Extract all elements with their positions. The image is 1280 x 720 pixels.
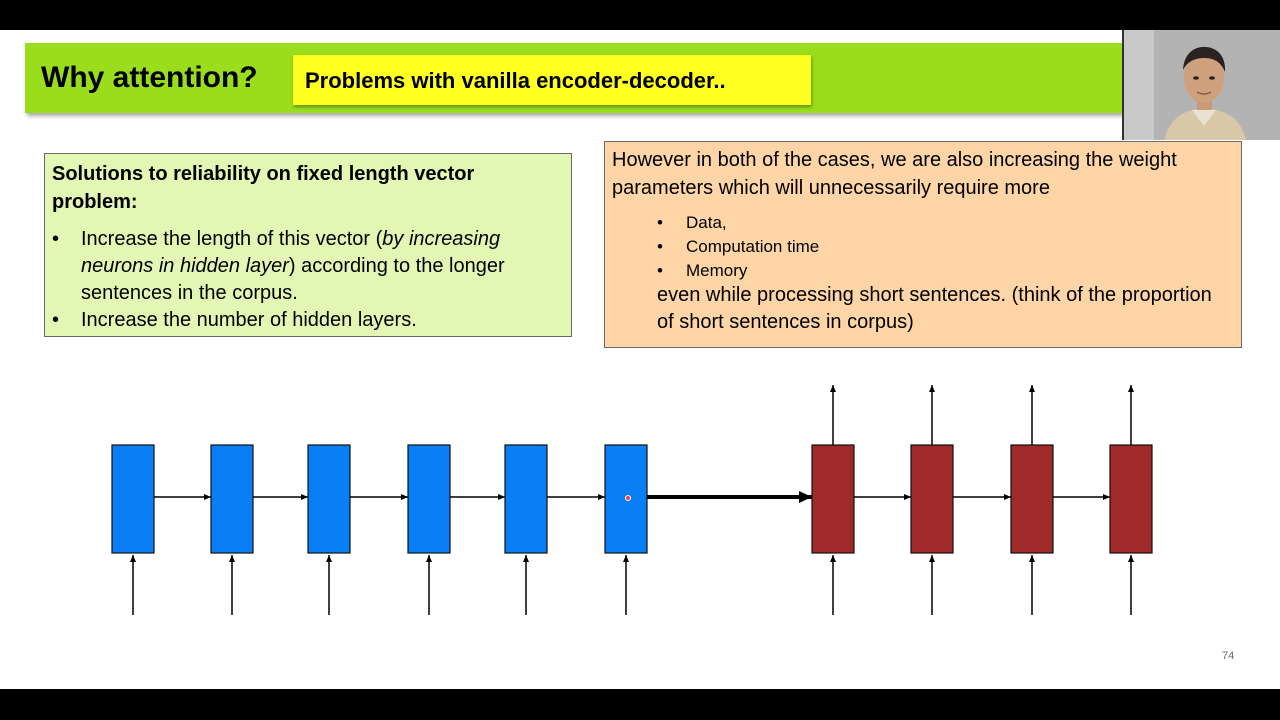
solution-text: Increase the number of hidden layers. — [81, 309, 417, 331]
slide-title: Why attention? — [41, 61, 258, 94]
list-item: • Data, — [657, 211, 819, 235]
drawback-conclusion: even while processing short sentences. (… — [657, 284, 1212, 333]
drawback-list: • Data, • Computation time • Memory — [657, 211, 819, 283]
encoder-cell — [210, 444, 254, 554]
presentation-slide: Why attention? Problems with vanilla enc… — [0, 30, 1280, 689]
encoder-cell — [111, 444, 155, 554]
bullet: • — [657, 261, 663, 280]
page-number: 74 — [1222, 650, 1235, 662]
subtitle-box: Problems with vanilla encoder-decoder.. — [293, 55, 811, 105]
drawback-item-text: Data, — [686, 213, 727, 232]
presenter-person-icon — [1124, 30, 1280, 140]
encoder-cell — [504, 444, 548, 554]
bullet: • — [52, 309, 60, 331]
bullet: • — [657, 213, 663, 232]
drawback-item-text: Computation time — [686, 237, 820, 256]
solutions-list: • Increase the length of this vector (by… — [52, 226, 567, 334]
decoder-cell — [1010, 444, 1054, 554]
title-band: Why attention? Problems with vanilla enc… — [25, 43, 1122, 113]
solution-text: Increase the length of this vector ( — [81, 228, 383, 250]
list-item: • Computation time — [657, 235, 819, 259]
solutions-heading: Solutions to reliability on fixed length… — [52, 163, 475, 213]
encoder-decoder-diagram — [111, 385, 1153, 615]
encoder-cell — [307, 444, 351, 554]
drawback-box: However in both of the cases, we are als… — [604, 141, 1242, 348]
list-item: • Memory — [657, 259, 819, 283]
solution-text-after: ) according to the longer sentences in t… — [81, 255, 505, 304]
decoder-cell — [1109, 444, 1153, 554]
list-item: • Increase the number of hidden layers. — [52, 307, 567, 334]
bullet: • — [52, 228, 60, 250]
cursor-dot — [625, 495, 631, 501]
decoder-cell — [910, 444, 954, 554]
solutions-box: Solutions to reliability on fixed length… — [44, 153, 572, 337]
drawback-intro: However in both of the cases, we are als… — [612, 149, 1177, 199]
solution-emphasis: by increasing neurons in hidden layer — [81, 228, 501, 277]
slide-subtitle: Problems with vanilla encoder-decoder.. — [305, 68, 726, 93]
bullet: • — [657, 237, 663, 256]
drawback-item-text: Memory — [686, 261, 748, 280]
letterbox-top — [0, 0, 1280, 30]
decoder-cell — [811, 444, 855, 554]
letterbox-bottom — [0, 689, 1280, 720]
presenter-webcam — [1122, 30, 1280, 140]
list-item: • Increase the length of this vector (by… — [52, 226, 567, 307]
encoder-cell — [407, 444, 451, 554]
